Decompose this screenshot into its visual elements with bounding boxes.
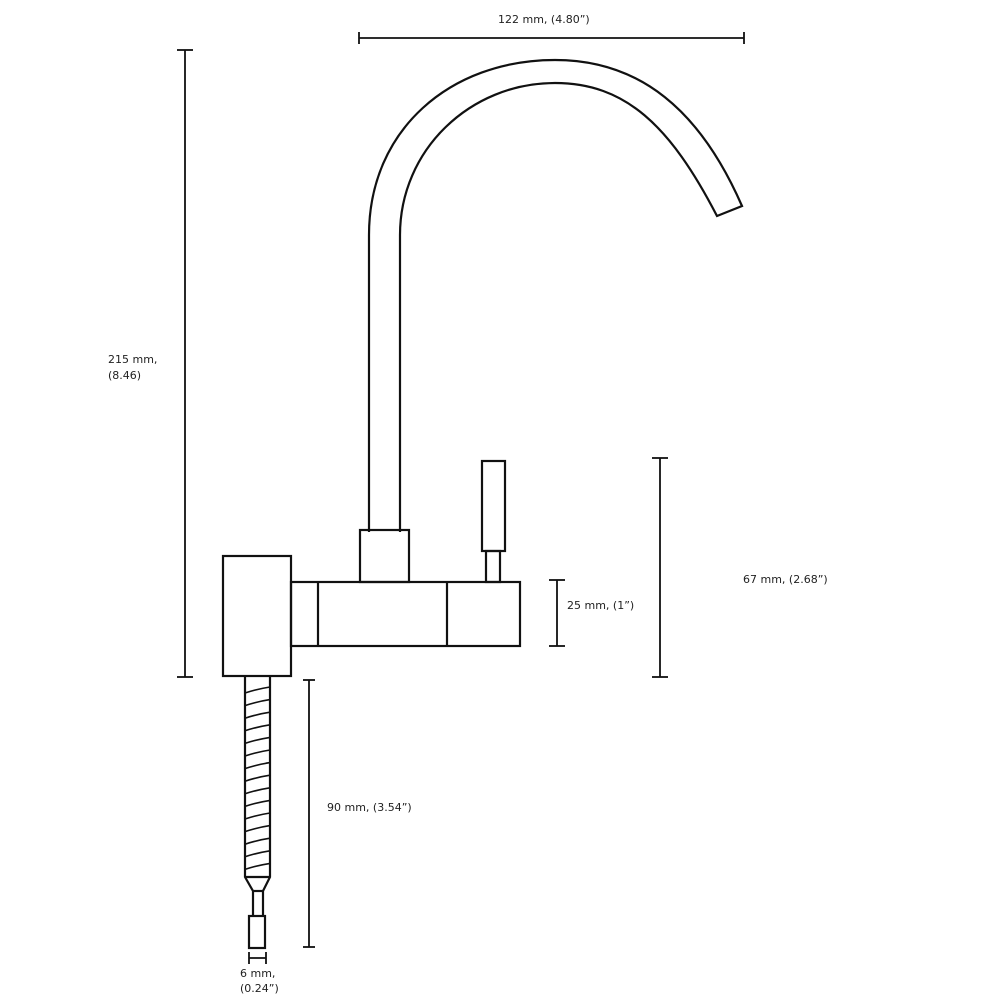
hose-diameter-label: 6 mm, (0.24”)	[240, 966, 279, 996]
hose-rib	[244, 724, 271, 732]
hose-length-label: 90 mm, (3.54”)	[327, 801, 412, 814]
hose-diameter-mm: 6 mm,	[240, 967, 276, 980]
hose-rib	[244, 787, 271, 795]
total-height-in: (8.46)	[108, 369, 142, 382]
total-height-label: 215 mm, (8.46)	[108, 352, 157, 384]
hose-rib	[244, 711, 271, 719]
hose-rib	[244, 799, 271, 808]
hose-rib	[244, 698, 271, 707]
dim-hose-diameter	[248, 952, 267, 964]
hose-rib	[244, 812, 271, 820]
dim-hose-length	[303, 679, 315, 948]
dim-total-height	[177, 49, 193, 678]
hose-rib	[244, 736, 271, 745]
spout-reach-label: 122 mm, (4.80”)	[498, 13, 590, 26]
dim-spout-reach	[358, 32, 745, 44]
hose-rib	[244, 686, 271, 694]
dimension-lines	[177, 32, 745, 964]
hose-rib	[244, 850, 271, 858]
dim-body-height	[549, 579, 565, 647]
mount-block	[221, 554, 293, 678]
total-height-mm: 215 mm,	[108, 353, 158, 366]
hose-connector	[247, 914, 267, 950]
hose-rib	[244, 824, 271, 833]
hose-rib	[244, 774, 271, 782]
lever-stem	[484, 549, 502, 584]
hose-diameter-in: (0.24”)	[240, 982, 279, 995]
lever-handle	[480, 459, 507, 553]
handle-height-label: 67 mm, (2.68”)	[743, 573, 828, 586]
hose-rib	[244, 749, 271, 757]
dim-handle-height	[652, 457, 668, 678]
spout-base-collar	[358, 528, 411, 584]
faucet-body	[289, 580, 522, 648]
hose-rib	[244, 837, 271, 845]
spout	[367, 58, 744, 532]
hose	[243, 676, 272, 915]
hose-rib	[244, 761, 271, 770]
body-height-label: 25 mm, (1”)	[567, 599, 635, 612]
hose-rib	[244, 862, 271, 871]
